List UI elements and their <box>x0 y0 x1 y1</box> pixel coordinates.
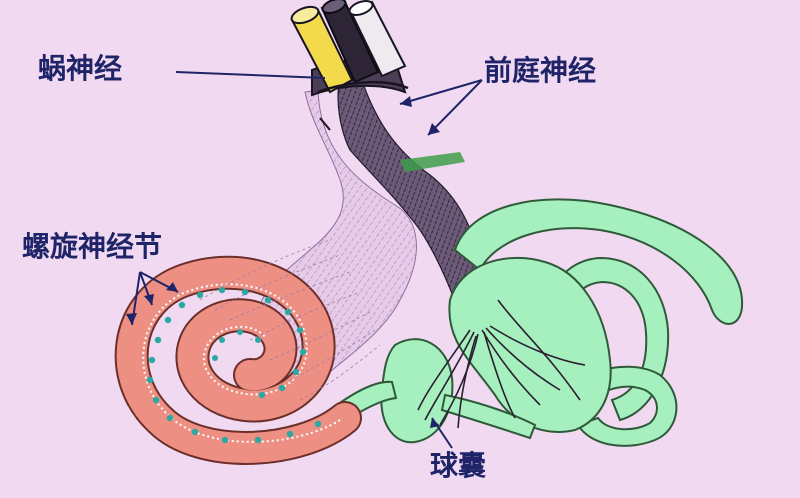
cochlea <box>114 255 362 465</box>
vestibular-nerve-fibers <box>417 299 586 429</box>
nerve-green-band <box>400 152 465 172</box>
label-spiral-ganglion: 螺旋神经节 <box>22 230 163 263</box>
label-vestibular-nerve: 前庭神经 <box>484 54 597 87</box>
cochlear-fibers <box>199 239 381 401</box>
spiral-ganglion-dots <box>146 286 322 444</box>
label-cochlear-nerve: 蜗神经 <box>38 52 123 85</box>
leader-arrowheads <box>126 96 440 428</box>
membranous-labyrinth <box>328 198 744 447</box>
label-saccule: 球囊 <box>430 449 487 482</box>
nerve-trunk <box>290 0 409 131</box>
